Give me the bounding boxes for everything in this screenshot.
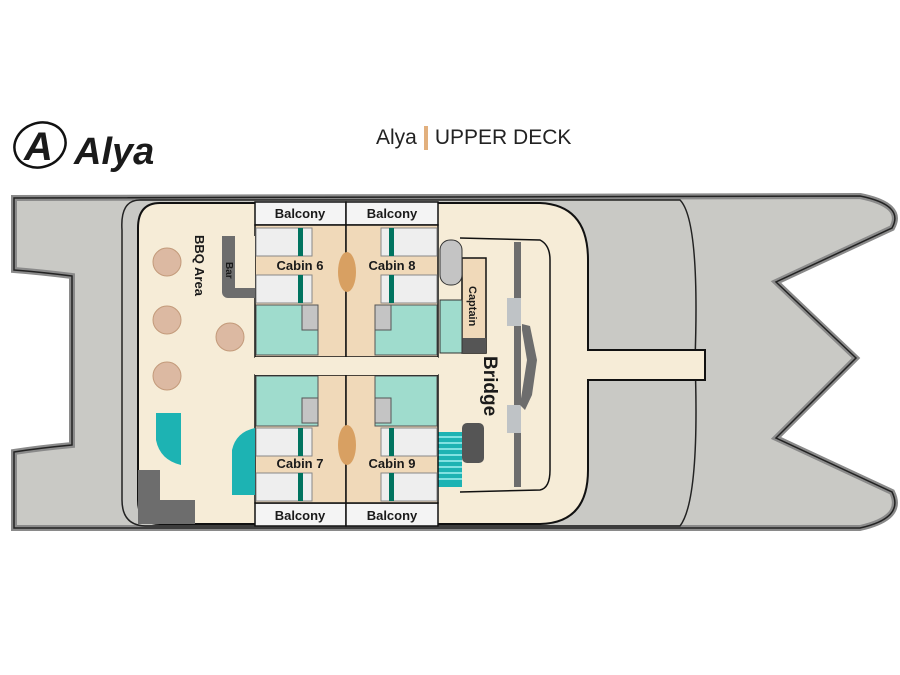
svg-text:Cabin 9: Cabin 9 [369, 456, 416, 471]
stairs-icon [232, 428, 255, 495]
balcony-9: Balcony [345, 502, 439, 527]
cabin-9: Cabin 9 [345, 374, 439, 504]
cabin-8: Cabin 8 [345, 224, 439, 358]
balcony-8: Balcony [345, 201, 439, 226]
deck-name: UPPER DECK [434, 126, 572, 149]
svg-text:Balcony: Balcony [275, 206, 326, 221]
page-title: Alya UPPER DECK [376, 126, 571, 150]
svg-text:Cabin 8: Cabin 8 [369, 258, 416, 273]
balcony-6: Balcony [254, 201, 347, 226]
label-bridge: Bridge [479, 356, 500, 416]
cabin-7: Cabin 7 [254, 374, 347, 504]
balcony-7: Balcony [254, 502, 347, 527]
stairs-icon [156, 413, 181, 465]
label-captain: Captain [466, 286, 478, 327]
label-bbq-area: BBQ Area [192, 235, 207, 297]
bbq-tables [152, 247, 245, 391]
svg-text:A: A [23, 125, 53, 169]
svg-text:Balcony: Balcony [367, 508, 418, 523]
svg-text:Balcony: Balcony [367, 206, 418, 221]
title-separator [423, 126, 428, 150]
svg-text:Bar: Bar [223, 262, 234, 279]
svg-text:Balcony: Balcony [275, 508, 326, 523]
svg-text:Cabin 6: Cabin 6 [277, 258, 324, 273]
logo-text: Alya [73, 131, 154, 173]
bar: Bar [222, 236, 255, 298]
alya-logo: A Alya [6, 112, 196, 192]
ship-name: Alya [376, 126, 417, 149]
cabin-6: Cabin 6 [254, 224, 347, 358]
svg-text:Cabin 7: Cabin 7 [277, 456, 324, 471]
